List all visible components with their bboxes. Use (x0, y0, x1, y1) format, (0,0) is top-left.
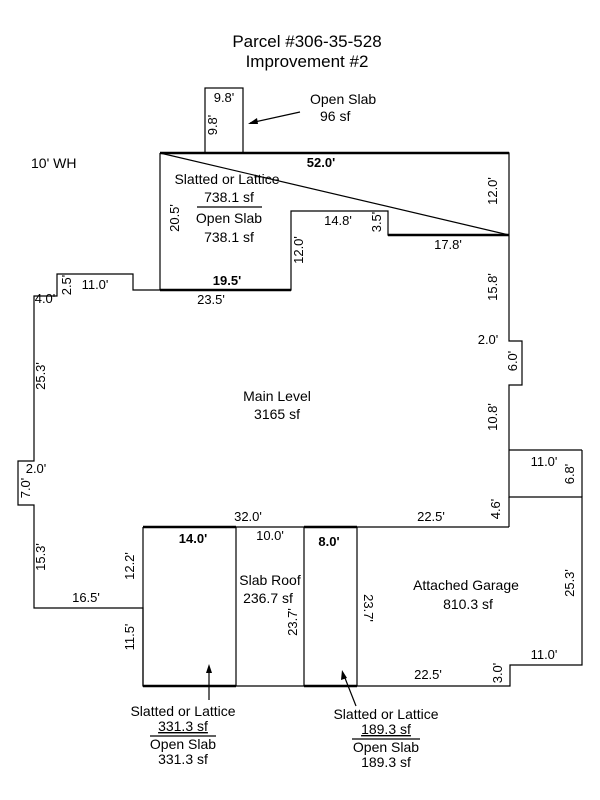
dim-bold-8: 8.0' (318, 534, 339, 549)
dim-left-7: 7.0' (18, 478, 33, 499)
open-slab-arrow-icon (248, 118, 258, 124)
slatted-top-name2: Open Slab (196, 210, 262, 226)
dim-left-2-5: 2.5' (59, 275, 74, 296)
slab-roof-size: 236.7 sf (243, 590, 293, 606)
garage-name: Attached Garage (413, 577, 519, 593)
dim-garage-23-7: 23.7' (361, 594, 376, 622)
dim-right-6: 6.0' (505, 351, 520, 372)
dim-right-12: 12.0' (485, 177, 500, 205)
dim-right-10-8: 10.8' (485, 403, 500, 431)
dim-right-2: 2.0' (478, 332, 499, 347)
slatted-left-size2: 331.3 sf (158, 751, 208, 767)
dim-right-6-8: 6.8' (562, 464, 577, 485)
dim-slab-top-width: 9.8' (214, 90, 235, 105)
dim-mid-10: 10.0' (256, 528, 284, 543)
open-slab-top-size: 96 sf (320, 108, 350, 124)
slatted-right-name2: Open Slab (353, 739, 419, 755)
dim-left-20-5: 20.5' (167, 204, 182, 232)
slab-roof-name: Slab Roof (239, 572, 301, 588)
dim-step-3-5: 3.5' (369, 212, 384, 233)
improvement-title: Improvement #2 (246, 52, 369, 71)
open-slab-top-name: Open Slab (310, 91, 376, 107)
dim-mid-12-2: 12.2' (122, 552, 137, 580)
slatted-left-arrow-icon (206, 664, 212, 673)
dim-step-17-8: 17.8' (434, 237, 462, 252)
slatted-right-size2: 189.3 sf (361, 754, 411, 770)
open-slab-pointer-line (249, 111, 301, 124)
dim-right-11-top: 11.0' (531, 454, 558, 469)
dim-bold-19-5: 19.5' (213, 273, 241, 288)
dim-garage-25-3: 25.3' (562, 569, 577, 597)
main-level-outline (17, 152, 583, 687)
dim-under-23-5: 23.5' (197, 292, 225, 307)
slatted-left-name2: Open Slab (150, 736, 216, 752)
dim-top-52: 52.0' (307, 155, 335, 170)
dim-mid-11-5: 11.5' (122, 624, 137, 651)
dim-mid-22-5-top: 22.5' (417, 509, 445, 524)
parcel-title: Parcel #306-35-528 (232, 32, 381, 51)
dim-step-14-8: 14.8' (324, 213, 352, 228)
wall-height-label: 10' WH (31, 155, 76, 171)
slatted-left-name: Slatted or Lattice (130, 703, 235, 719)
dim-bold-14: 14.0' (179, 531, 207, 546)
dim-left-4: 4.0' (35, 291, 56, 306)
slatted-right-arrow-icon (341, 670, 347, 680)
dim-left-15-3: 15.3' (33, 543, 48, 571)
dim-right-15-8: 15.8' (485, 273, 500, 301)
slatted-top-size2: 738.1 sf (204, 229, 254, 245)
dim-inner-12: 12.0' (291, 236, 306, 264)
slatted-right-name: Slatted or Lattice (333, 706, 438, 722)
dim-left-25-3: 25.3' (33, 362, 48, 390)
dim-garage-11: 11.0' (531, 647, 558, 662)
slatted-right-size: 189.3 sf (361, 721, 411, 737)
dim-slab-23-7: 23.7' (285, 608, 300, 636)
slatted-top-name: Slatted or Lattice (174, 171, 279, 187)
main-level-size: 3165 sf (254, 406, 300, 422)
garage-size: 810.3 sf (443, 596, 493, 612)
slatted-left-size: 331.3 sf (158, 718, 208, 734)
dim-bottom-16-5: 16.5' (72, 590, 100, 605)
dim-right-4-6: 4.6' (488, 499, 503, 520)
dim-mid-32: 32.0' (234, 509, 262, 524)
main-level-name: Main Level (243, 388, 311, 404)
dim-bottom-22-5: 22.5' (414, 667, 442, 682)
dim-slab-top-height: 9.8' (205, 115, 220, 136)
dim-left-11: 11.0' (82, 277, 109, 292)
dim-garage-3: 3.0' (490, 663, 505, 684)
slatted-top-size: 738.1 sf (204, 189, 254, 205)
dim-left-2: 2.0' (26, 461, 47, 476)
